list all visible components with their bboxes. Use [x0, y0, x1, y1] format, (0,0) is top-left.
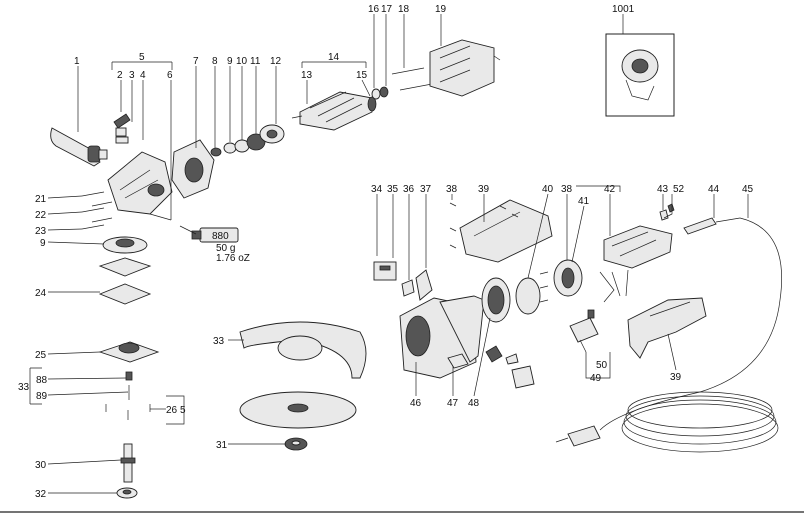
electronics-module-part	[599, 225, 673, 303]
part-label: 22	[35, 210, 47, 221]
grease-qty-oz: 1.76 oZ	[216, 253, 250, 264]
part-label: 33	[213, 336, 225, 347]
handle-cover-lower-part	[627, 297, 707, 359]
part-label: 3	[129, 70, 135, 81]
part-label: 49	[590, 373, 602, 384]
inset-1001-box	[605, 33, 675, 117]
cable-end-44-part	[683, 217, 741, 235]
part-label: 42	[604, 184, 616, 195]
grease-tube-part: 880	[191, 227, 239, 243]
leader-lines	[29, 14, 749, 494]
part-numbers: 1 2 3 4 5 6 7 8 9 10 11 12 13 14 15 16 1…	[18, 4, 754, 500]
part-label: 5	[139, 52, 145, 63]
part-label: 37	[420, 184, 432, 195]
part-label: 33	[18, 382, 30, 393]
side-handle-part	[50, 127, 108, 167]
part-label: 30	[35, 460, 47, 471]
part-label: 39	[670, 372, 682, 383]
part-label: 41	[578, 196, 590, 207]
gear-housing-part	[107, 151, 173, 215]
part-label: 36	[403, 184, 415, 195]
part-label: 9	[227, 56, 233, 67]
part-label: 12	[270, 56, 282, 67]
part-label: 2	[117, 70, 123, 81]
tube-label: 880	[212, 231, 229, 242]
part-label: 25	[35, 350, 47, 361]
brush-holder-part	[569, 309, 599, 343]
part-label: 10	[236, 56, 248, 67]
plate-47-part	[447, 353, 469, 369]
part-label: 21	[35, 194, 47, 205]
gaskets-24-part	[98, 257, 152, 305]
part-label: 1	[74, 56, 80, 67]
small-parts-43-52	[659, 203, 675, 221]
part-label: 35	[387, 184, 399, 195]
motor-housing-part	[399, 295, 485, 379]
part-label: 19	[435, 4, 447, 15]
part-label: 47	[447, 398, 459, 409]
grease-qty: 50 g	[216, 243, 235, 254]
flange-9-part	[102, 236, 148, 254]
power-cable-part	[555, 217, 783, 453]
spindle-part	[120, 443, 136, 483]
part-label: 5	[180, 405, 186, 416]
part-label: 11	[250, 56, 261, 67]
part-label: 8	[212, 56, 218, 67]
part-label: 4	[140, 70, 146, 81]
ring-48-part	[481, 277, 511, 323]
washer-32-part	[116, 487, 138, 499]
part-label: 14	[328, 52, 340, 63]
part-label: 15	[356, 70, 368, 81]
part-label: 16	[368, 4, 380, 15]
part-label: 88	[36, 375, 48, 386]
part-label: 89	[36, 391, 48, 402]
part-label: 1001	[612, 4, 635, 15]
part-label: 23	[35, 226, 47, 237]
handle-cover-upper-part	[459, 199, 553, 263]
part-label: 26	[166, 405, 178, 416]
ring-40-part	[515, 277, 541, 315]
nut-31-part	[284, 437, 308, 451]
part-label: 39	[478, 184, 490, 195]
bearings-8-12-part	[210, 124, 285, 157]
part-label: 43	[657, 184, 669, 195]
switch-parts-35-37	[373, 261, 433, 301]
part-label: 31	[216, 440, 228, 451]
screws-38b-part	[539, 271, 549, 303]
part-label: 6	[167, 70, 173, 81]
part-label: 46	[410, 398, 422, 409]
armature-part	[291, 91, 377, 131]
lever-part	[113, 113, 131, 144]
part-label: 34	[371, 184, 383, 195]
screws-21-23	[81, 191, 113, 230]
part-label: 9	[40, 238, 46, 249]
part-label: 50	[596, 360, 608, 371]
part-label: 52	[673, 184, 685, 195]
wheel-guard-part	[239, 321, 367, 379]
part-label: 38	[561, 184, 573, 195]
part-label: 24	[35, 288, 47, 299]
part-label: 17	[381, 4, 393, 15]
part-label: 32	[35, 489, 47, 500]
bracket-41-part	[553, 259, 583, 297]
part-label: 13	[301, 70, 313, 81]
part-label: 48	[468, 398, 480, 409]
part-label: 45	[742, 184, 754, 195]
screws-18-part	[391, 67, 433, 91]
bearing-16-17-part	[371, 86, 389, 100]
part-label: 44	[708, 184, 720, 195]
part-label: 18	[398, 4, 410, 15]
part-label: 38	[446, 184, 458, 195]
stator-part	[429, 39, 501, 97]
grinding-disc-part	[239, 391, 357, 429]
flange-7-part	[171, 139, 215, 199]
part-label: 40	[542, 184, 554, 195]
screws-38-part	[449, 202, 519, 249]
clips-part	[485, 345, 535, 389]
bolts-88-89-part	[105, 371, 151, 420]
flange-25-part	[98, 341, 160, 363]
part-label: 7	[193, 56, 199, 67]
